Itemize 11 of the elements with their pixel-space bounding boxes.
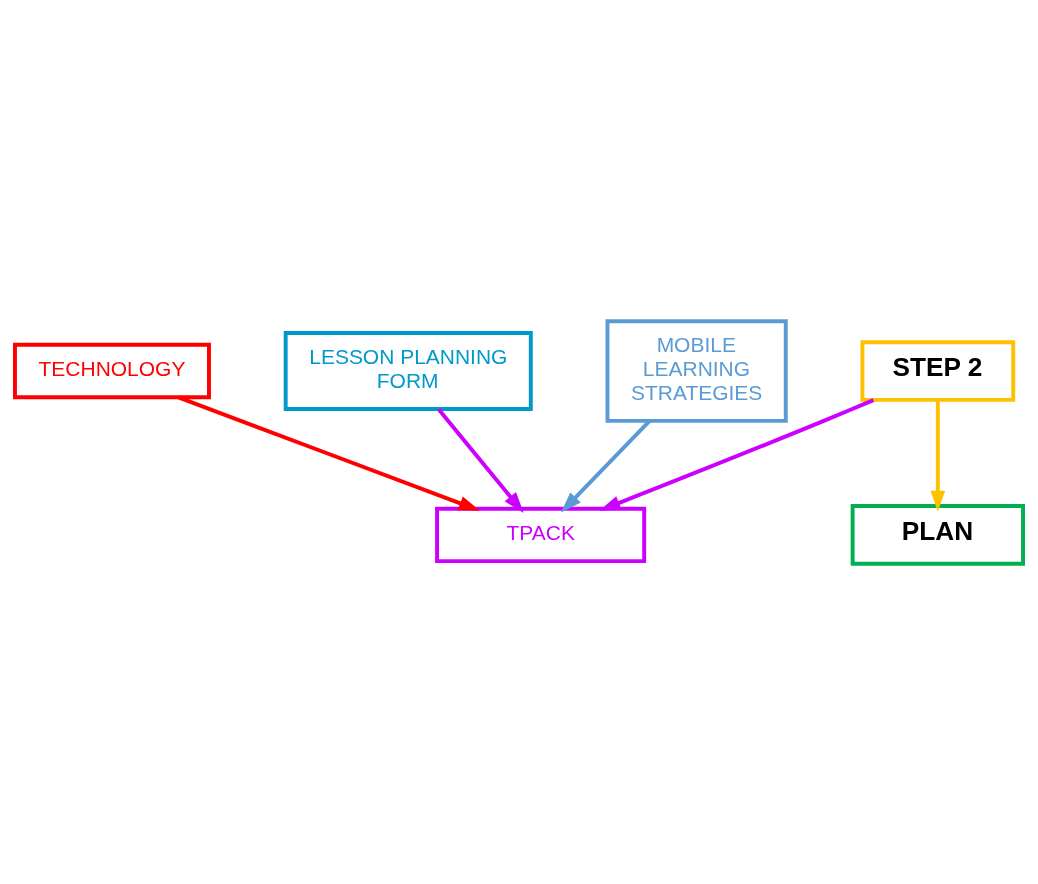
arrow	[437, 407, 524, 513]
node-box: MOBILE LEARNING STRATEGIES	[605, 318, 788, 423]
arrow	[560, 419, 651, 513]
node-box: STEP 2	[860, 339, 1016, 402]
arrow	[177, 395, 480, 511]
node-box: LESSON PLANNING FORM	[283, 330, 533, 411]
node-box: TECHNOLOGY	[13, 342, 211, 399]
arrow	[930, 399, 946, 512]
arrow	[599, 397, 875, 511]
node-box: PLAN	[850, 503, 1025, 566]
node-box: TPACK	[435, 506, 647, 563]
